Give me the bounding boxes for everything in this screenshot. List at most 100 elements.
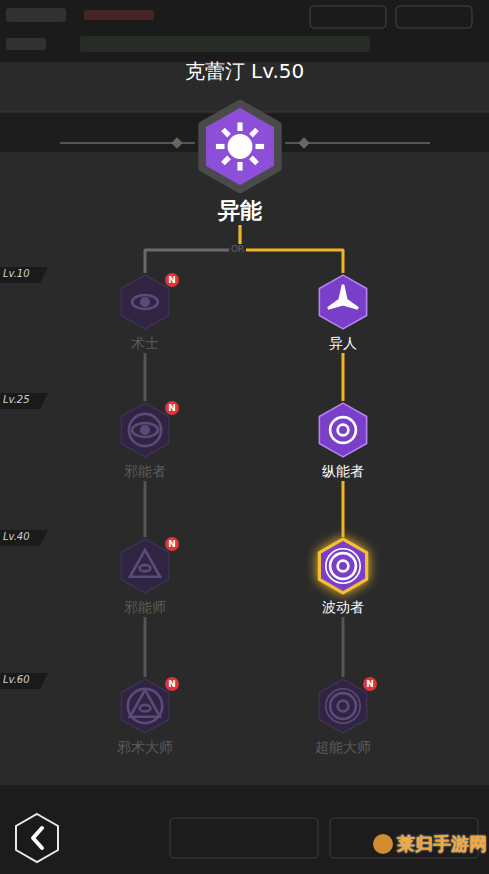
icon-part (328, 285, 358, 309)
blurred-button (396, 6, 472, 28)
icon-part (255, 144, 264, 149)
tree-connector (144, 353, 147, 401)
hexagon-shape (121, 403, 168, 457)
icon-part (338, 425, 349, 436)
icon-part (128, 689, 162, 723)
icon-part (330, 553, 356, 579)
class-name: 邪术大师 (95, 737, 195, 757)
icon-part (251, 129, 257, 135)
class-node: 术士 (95, 273, 195, 353)
hexagon-icon (316, 273, 370, 331)
hexagon-icon (316, 537, 370, 595)
icon-part (330, 417, 356, 443)
icon-part (230, 136, 251, 157)
icon-part (132, 423, 158, 437)
icon-part (132, 295, 158, 309)
icon-part (141, 298, 149, 306)
hexagon-icon (118, 537, 172, 595)
top-bar (0, 0, 489, 62)
class-name: 异人 (293, 333, 393, 353)
class-node: 邪能师 (95, 537, 195, 617)
icon-part (141, 426, 149, 434)
new-badge: N (165, 401, 179, 415)
character-title: 克蕾汀 Lv.50 (0, 58, 489, 85)
back-button (16, 814, 58, 862)
new-badge: N (165, 273, 179, 287)
new-badge: N (165, 537, 179, 551)
class-name: 纵能者 (293, 461, 393, 481)
tree-connector (144, 617, 147, 677)
class-name: 异能 (170, 197, 310, 225)
hexagon-shape (319, 539, 366, 593)
class-name: 波动者 (293, 597, 393, 617)
hexagon-shape (121, 275, 168, 329)
level-tag (0, 393, 48, 409)
blurred-button (310, 6, 386, 28)
icon-part (216, 144, 225, 149)
blurred-button (170, 818, 318, 858)
hexagon-shape (202, 104, 278, 190)
icon-part (338, 701, 349, 712)
class-name: 邪能者 (95, 461, 195, 481)
hexagon-shape (121, 679, 168, 733)
level-label: Lv.40 (3, 531, 30, 542)
class-node: 超能大师 (293, 677, 393, 757)
icon-part (237, 122, 242, 131)
icon-part (237, 162, 242, 171)
blurred-level (6, 38, 46, 50)
watermark-icon (373, 834, 393, 854)
hexagon-shape (121, 539, 168, 593)
blurred-hearts (84, 10, 154, 20)
tree-connector (342, 353, 345, 401)
hexagon-icon (118, 273, 172, 331)
level-label: Lv.10 (3, 268, 30, 279)
icon-part (326, 549, 360, 583)
hexagon-icon (316, 677, 370, 735)
watermark: 莱归手游网 (397, 832, 487, 856)
icon-part (140, 705, 151, 711)
tree-connector (145, 225, 240, 273)
hexagon-shape (319, 679, 366, 733)
root-class-node: 异能 (170, 100, 310, 225)
icon-part (251, 157, 257, 163)
class-node: 波动者 (293, 537, 393, 617)
class-node: 纵能者 (293, 401, 393, 481)
level-label: Lv.60 (3, 674, 30, 685)
icon-part (129, 414, 161, 446)
back-chevron (33, 828, 42, 848)
blurred-status (6, 8, 66, 22)
hexagon-icon (118, 401, 172, 459)
new-badge: N (363, 677, 377, 691)
class-node: 邪术大师 (95, 677, 195, 757)
hexagon-icon (316, 401, 370, 459)
tree-connector (240, 225, 343, 273)
band-diamond (298, 137, 309, 148)
or-label: OR (229, 244, 246, 254)
level-tag (0, 673, 48, 689)
level-label: Lv.25 (3, 394, 30, 405)
class-name: 术士 (95, 333, 195, 353)
tree-connector (144, 481, 147, 537)
icon-part (223, 129, 229, 135)
class-name: 超能大师 (293, 737, 393, 757)
icon-part (330, 693, 356, 719)
level-tag (0, 267, 48, 283)
hexagon-shape (319, 275, 366, 329)
icon-part (140, 565, 151, 571)
band-diamond (171, 137, 182, 148)
hexagon-shape (319, 403, 366, 457)
class-node: 邪能者 (95, 401, 195, 481)
blurred-exp (80, 36, 370, 52)
new-badge: N (165, 677, 179, 691)
icon-part (338, 561, 349, 572)
tree-connector (342, 481, 345, 537)
icon-part (223, 157, 229, 163)
bottom-bar (0, 785, 489, 874)
hexagon-icon (197, 100, 283, 193)
icon-part (130, 550, 160, 577)
tree-connector (342, 617, 345, 677)
class-name: 邪能师 (95, 597, 195, 617)
icon-part (326, 689, 360, 723)
